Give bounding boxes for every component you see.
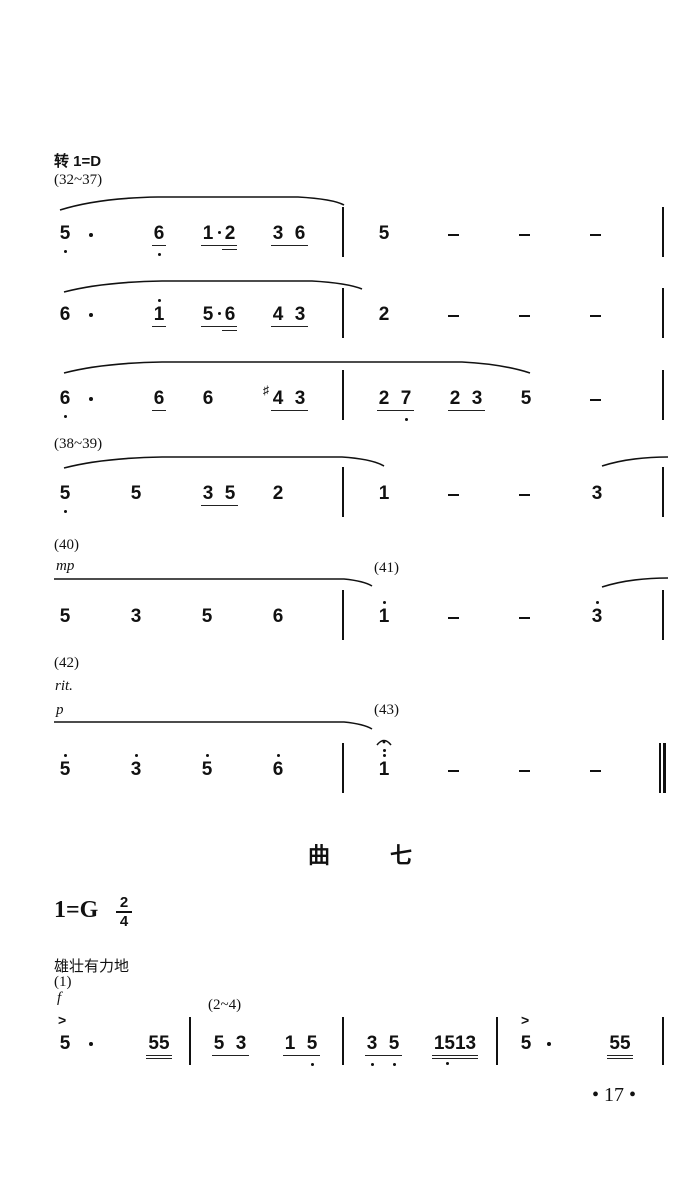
note: 6 — [202, 388, 214, 409]
note: 1 — [284, 1033, 296, 1054]
note: 3 — [591, 483, 603, 504]
barline — [662, 207, 664, 257]
sharp-icon: ♯ — [263, 383, 269, 397]
key-change-label: 转 1=D — [54, 153, 102, 170]
key-signature: 1=G — [54, 897, 99, 923]
note: 5 — [306, 1034, 318, 1066]
note: 2 — [378, 388, 390, 409]
note: 2 — [378, 304, 390, 325]
note-group: 55 — [148, 1033, 170, 1054]
note: 3 — [130, 606, 142, 627]
dynamic-mark: p — [56, 702, 64, 718]
note: 5 — [201, 754, 213, 780]
note: 3 — [591, 601, 603, 627]
note: 1 — [202, 223, 214, 244]
measure-label: (1) — [54, 974, 72, 990]
accent-icon: > — [58, 1012, 67, 1028]
repeat-label: (2~4) — [208, 997, 242, 1013]
note: 1 — [378, 483, 390, 504]
note: 6 — [224, 304, 236, 325]
note: 6 — [59, 304, 71, 325]
note: 5 — [130, 483, 142, 504]
note: 3 — [202, 483, 214, 504]
slur — [54, 578, 373, 587]
note: 3 — [294, 388, 306, 409]
note: 6 — [272, 754, 284, 780]
note: 3 — [235, 1033, 247, 1054]
note: 7 — [400, 389, 412, 421]
note: 3 — [272, 223, 284, 244]
slur — [63, 280, 363, 293]
slur — [601, 577, 669, 588]
expression-mark: 雄壮有力地 — [54, 958, 130, 975]
note: 5 — [224, 483, 236, 504]
measure-range-label: (38~39) — [54, 436, 103, 452]
note: 3 — [471, 388, 483, 409]
slur — [59, 196, 345, 211]
tempo-mark: rit. — [55, 678, 73, 694]
accent-icon: > — [521, 1012, 530, 1028]
measure-label: (41) — [374, 560, 399, 576]
piece-title-left: 曲 — [308, 843, 331, 868]
note: 6 — [153, 388, 165, 409]
slur — [63, 456, 385, 469]
note: 6 — [59, 389, 71, 418]
note-group: 55 — [609, 1033, 631, 1054]
dynamic-mark: f — [57, 990, 62, 1006]
note: 2 — [224, 223, 236, 244]
slur — [63, 361, 531, 374]
slur — [601, 456, 669, 467]
note: 5 — [59, 484, 71, 513]
augmentation-dot — [89, 233, 93, 237]
note: 5 — [201, 606, 213, 627]
note: 5 — [59, 754, 71, 780]
note: 4 — [272, 304, 284, 325]
note: 1 — [153, 299, 165, 325]
note: 6 — [153, 224, 165, 256]
measure-range-label: (32~37) — [54, 172, 103, 188]
page-number: • 17 • — [592, 1084, 637, 1106]
note: 5 — [378, 223, 390, 244]
final-barline — [659, 743, 661, 793]
fermata-icon — [376, 739, 392, 746]
note: 5 — [520, 388, 532, 409]
note: 5 — [388, 1034, 400, 1066]
note: 1 — [378, 749, 390, 780]
note: 6 — [294, 223, 306, 244]
dynamic-mark: mp — [56, 558, 75, 574]
note: 5 — [202, 304, 214, 325]
note: 5 — [213, 1033, 225, 1054]
note-group: 1513 — [433, 1033, 477, 1054]
note: 3 — [366, 1034, 378, 1066]
measure-label: (40) — [54, 537, 79, 553]
note: 5 — [520, 1033, 532, 1054]
note: 6 — [272, 606, 284, 627]
slur — [54, 721, 373, 730]
barline — [342, 207, 344, 257]
note: 3 — [130, 754, 142, 780]
note: 2 — [449, 388, 461, 409]
note: 4 — [272, 388, 284, 409]
piece-title-right: 七 — [390, 843, 413, 868]
note: 1 — [378, 601, 390, 627]
note: 5 — [59, 224, 71, 253]
note: 2 — [272, 483, 284, 504]
note: 3 — [294, 304, 306, 325]
measure-label: (42) — [54, 655, 79, 671]
time-signature: 2 4 — [116, 895, 132, 929]
note: 5 — [59, 1033, 71, 1054]
note: 5 — [59, 606, 71, 627]
measure-label: (43) — [374, 702, 399, 718]
